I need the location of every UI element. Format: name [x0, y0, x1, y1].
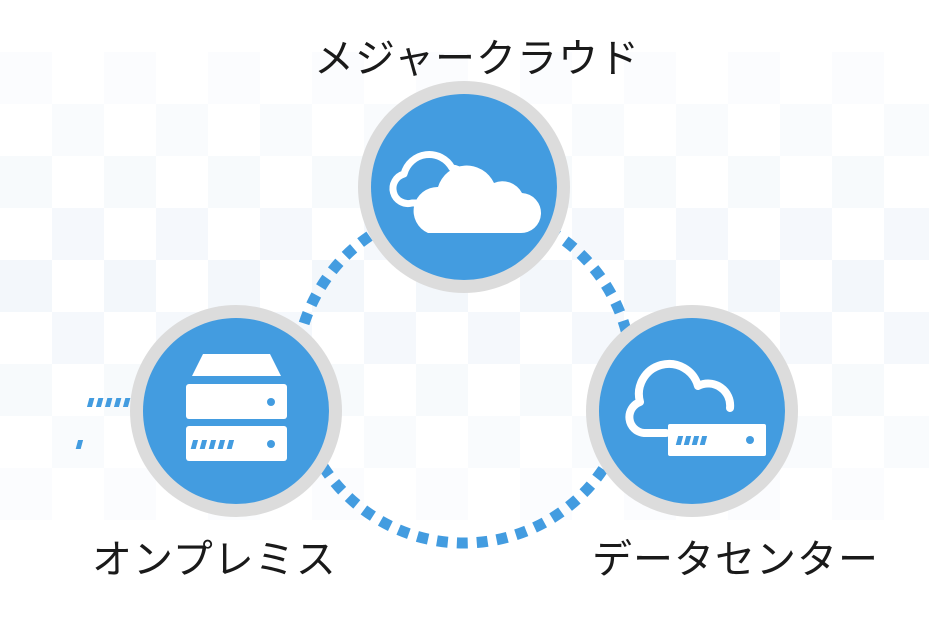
cloud-server-icon [625, 359, 766, 456]
node-body [599, 318, 785, 504]
server-rack-icon [75, 354, 287, 461]
label-on-premises: オンプレミス [92, 537, 337, 583]
cloud-icon [389, 150, 542, 234]
node-data-center [586, 305, 798, 517]
node-major-cloud [358, 81, 570, 293]
node-on-premises [75, 305, 342, 517]
label-data-center: データセンター [592, 537, 879, 583]
label-major-cloud: メジャークラウド [314, 36, 640, 82]
